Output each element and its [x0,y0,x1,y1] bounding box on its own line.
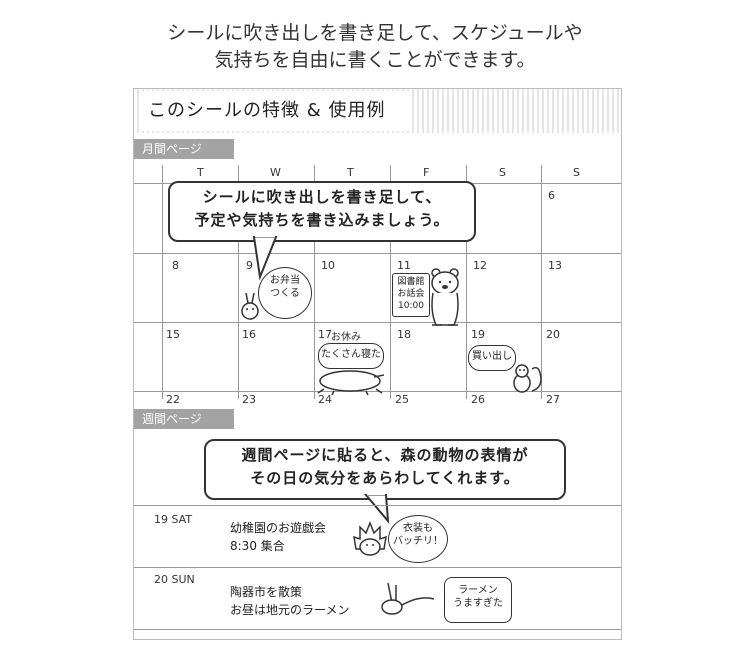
weekday-label: S [499,166,506,179]
day-number: 8 [172,259,179,272]
week-divider [134,567,621,568]
weekday-label: T [347,166,354,179]
library-sign: 図書館 お話会 10:00 [392,273,430,317]
intro-line-1: シールに吹き出しを書き足して、スケジュールや [167,22,583,44]
sleeping-boar-icon [317,370,385,396]
callout-tail [363,492,390,525]
intro-text: シールに吹き出しを書き足して、スケジュールや 気持ちを自由に書くことができます。 [0,20,750,74]
entry-line: お昼は地元のラーメン [230,603,350,617]
week-divider [134,629,621,630]
calendar-callout: シールに吹き出しを書き足して、 予定や気持ちを書き込みましょう。 [168,181,476,242]
grid-line [134,391,621,392]
hedgehog-icon [353,520,387,556]
grid-line [134,322,621,323]
sign-line: お話会 [397,289,425,299]
ramen-bubble: ラーメン うますぎた [444,577,512,623]
day-number: 27 [546,393,560,406]
entry-line: 8:30 集合 [230,539,285,553]
day-number: 23 [242,393,256,406]
day-number: 19 [471,328,485,341]
grid-line [134,253,621,254]
bubble-line: バッチリ！ [393,536,443,547]
day-number: 6 [548,189,555,202]
week-entry: 幼稚園のお遊戯会 8:30 集合 [230,519,326,555]
day-number: 9 [246,259,253,272]
panel-header: このシールの特徴 & 使用例 [134,89,621,133]
bear-icon [431,268,459,326]
costume-bubble: 衣装も バッチリ！ [388,515,448,563]
callout-line: シールに吹き出しを書き足して、 [202,188,442,206]
weekly-page-tag: 週間ページ [134,409,234,429]
grid-line [466,165,467,399]
week-date: 20 SUN [154,573,195,586]
callout-tail [252,234,278,281]
day-number: 15 [166,328,180,341]
weekly-callout: 週間ページに貼ると、森の動物の表情が その日の気分をあらわしてくれます。 [204,439,566,500]
bento-line: お弁当 [270,275,300,286]
day-number: 20 [546,328,560,341]
week-entry: 陶器市を散策 お昼は地元のラーメン [230,583,350,619]
weekday-label: W [270,166,281,179]
bubble-line: うますぎた [453,598,503,609]
day-number: 13 [548,259,562,272]
rabbit-icon [241,292,259,320]
day-number: 11 [397,259,411,272]
grid-line [238,165,239,399]
grid-line [314,165,315,399]
day-number: 18 [397,328,411,341]
day-number: 12 [473,259,487,272]
sign-line: 図書館 [397,277,425,287]
weekday-label: S [573,166,580,179]
lying-rabbit-icon [381,582,435,615]
callout-line: 週間ページに貼ると、森の動物の表情が [241,446,529,464]
day-number: 26 [471,393,485,406]
day-number: 24 [318,393,332,406]
panel-title: このシールの特徴 & 使用例 [140,91,410,131]
holiday-note: お休み [331,332,361,343]
weekday-label: F [423,166,430,179]
shopping-bubble: 買い出し [468,345,516,371]
bubble-line: 衣装も [403,523,433,534]
week-divider [134,505,621,506]
weekday-label: T [197,166,204,179]
entry-line: 陶器市を散策 [230,585,303,599]
day-number: 10 [321,259,335,272]
monthly-page-tag: 月間ページ [134,139,234,159]
week-date: 19 SAT [154,513,193,526]
usage-panel: このシールの特徴 & 使用例 月間ページ T W T F S S 6 8 9 1… [133,88,622,640]
day-number: 25 [395,393,409,406]
day-number: 22 [166,393,180,406]
bubble-line: ラーメン [458,585,498,596]
squirrel-icon [513,364,542,393]
intro-line-2: 気持ちを自由に書くことができます。 [214,49,536,71]
bento-line: つくる [270,288,300,299]
entry-line: 幼稚園のお遊戯会 [230,521,327,535]
callout-line: 予定や気持ちを書き込みましょう。 [194,211,450,229]
grid-line [390,165,391,399]
day-number: 16 [242,328,256,341]
grid-line [162,165,163,399]
bento-bubble: お弁当 つくる [258,267,312,319]
sign-line: 10:00 [398,301,424,311]
slept-bubble: たくさん寝た [318,343,384,369]
grid-line [541,165,542,399]
day-number: 17 [318,328,332,341]
callout-line: その日の気分をあらわしてくれます。 [250,469,520,487]
